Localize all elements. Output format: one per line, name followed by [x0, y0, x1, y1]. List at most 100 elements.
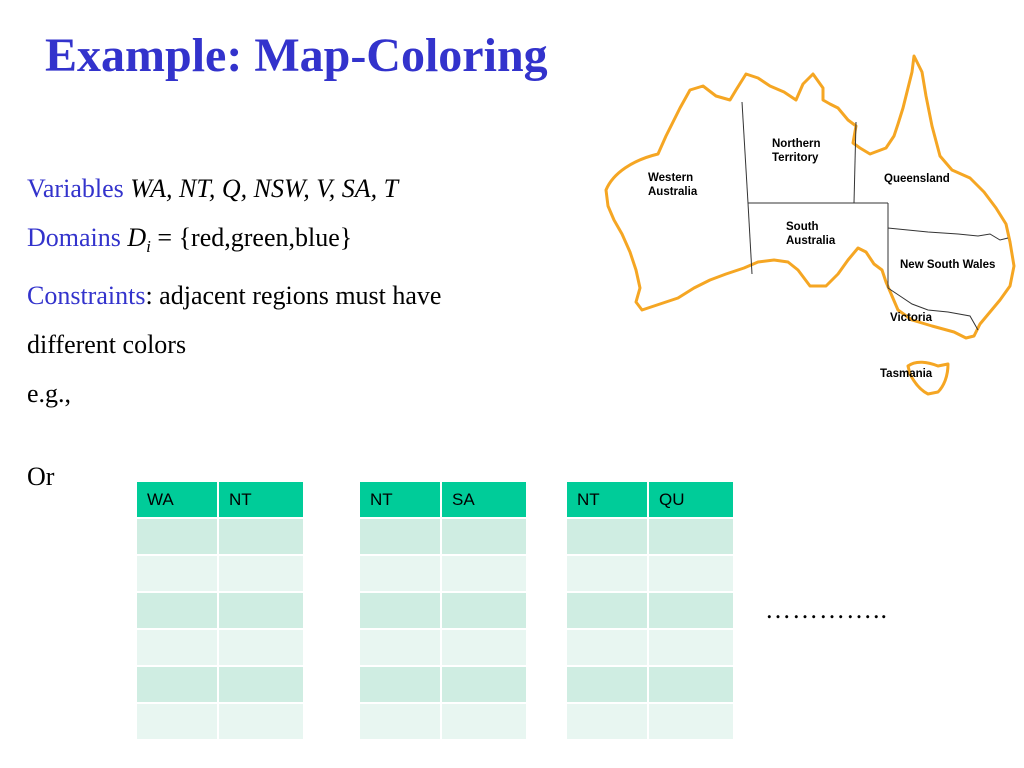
table-cell [217, 517, 305, 556]
table-row [358, 591, 528, 630]
nt-qld-border [853, 121, 857, 204]
table-cell [358, 702, 442, 741]
table-cell [565, 628, 649, 667]
table-row [565, 554, 735, 593]
table-cell [135, 628, 219, 667]
tasmania-outline [906, 360, 950, 396]
eg-text: e.g., [27, 379, 72, 409]
constraint-table-nt-sa: NT SA [358, 480, 528, 741]
table-cell [135, 702, 219, 741]
label-sa-1: South [786, 221, 819, 233]
domains-symbol: D [127, 223, 147, 252]
domains-value: = {red,green,blue} [150, 223, 353, 252]
table-cell [647, 591, 735, 630]
domains-line: Domains Di = {red,green,blue} [27, 213, 587, 271]
table-header-cell: SA [440, 480, 528, 519]
variables-value: WA, NT, Q, NSW, V, SA, T [130, 174, 399, 203]
constraints-text-2: different colors [27, 330, 187, 360]
table-cell [565, 591, 649, 630]
table-cell [565, 665, 649, 704]
table-cell [217, 554, 305, 593]
nsw-vic-border [887, 287, 979, 331]
constraint-table-wa-nt: WA NT [135, 480, 305, 741]
label-nt-2: Territory [772, 152, 819, 164]
table-cell [647, 554, 735, 593]
table-row [358, 702, 528, 741]
label-vic: Victoria [890, 312, 933, 324]
table-cell [440, 665, 528, 704]
table-header-row: NT SA [358, 480, 528, 519]
table-header-cell: WA [135, 480, 219, 519]
table-cell [358, 665, 442, 704]
table-header-cell: NT [565, 480, 649, 519]
domains-subscript: i [146, 237, 151, 257]
table-cell [217, 702, 305, 741]
slide-title: Example: Map-Coloring [45, 29, 548, 82]
mainland-outline [604, 54, 1016, 340]
constraints-label: Constraints [27, 281, 146, 311]
table-row [565, 665, 735, 704]
table-row [358, 665, 528, 704]
label-tas: Tasmania [880, 368, 933, 380]
variables-label: Variables [27, 174, 124, 203]
table-cell [440, 702, 528, 741]
constraint-table-nt-qu: NT QU [565, 480, 735, 741]
label-sa-2: Australia [786, 235, 836, 247]
table-cell [358, 554, 442, 593]
ellipsis-text: ………….. [765, 595, 888, 624]
table-row [135, 665, 305, 704]
label-wa-1: Western [648, 172, 693, 184]
table-row [565, 702, 735, 741]
table-row [565, 628, 735, 667]
table-row [135, 591, 305, 630]
table-cell [135, 517, 219, 556]
australia-map: Western Australia Northern Territory Que… [598, 48, 1024, 398]
table-cell [135, 554, 219, 593]
table-row [358, 517, 528, 556]
table-cell [440, 554, 528, 593]
table-cell [217, 665, 305, 704]
label-nsw: New South Wales [900, 259, 995, 271]
domains-label: Domains [27, 223, 121, 252]
constraints-line: Constraints: adjacent regions must have [27, 271, 587, 320]
qld-nsw-border [887, 227, 1009, 241]
table-cell [647, 628, 735, 667]
table-cell [440, 517, 528, 556]
table-cell [440, 628, 528, 667]
table-cell [217, 591, 305, 630]
slide-body: Variables WA, NT, Q, NSW, V, SA, T Domai… [27, 164, 587, 418]
table-header-cell: NT [358, 480, 442, 519]
table-cell [358, 628, 442, 667]
table-cell [217, 628, 305, 667]
table-header-row: WA NT [135, 480, 305, 519]
table-row [135, 628, 305, 667]
table-cell [647, 665, 735, 704]
wa-sa-border [747, 202, 753, 275]
table-cell [565, 554, 649, 593]
table-cell [647, 517, 735, 556]
table-row [135, 517, 305, 556]
table-cell [647, 702, 735, 741]
wa-nt-border [741, 101, 749, 204]
label-wa-2: Australia [648, 186, 698, 198]
constraints-text-1: : adjacent regions must have [145, 281, 442, 311]
variables-line: Variables WA, NT, Q, NSW, V, SA, T [27, 164, 587, 213]
table-row [565, 517, 735, 556]
label-nt-1: Northern [772, 138, 821, 150]
or-text: Or [27, 462, 55, 491]
table-row [135, 554, 305, 593]
table-cell [440, 591, 528, 630]
table-cell [135, 665, 219, 704]
table-row [565, 591, 735, 630]
table-header-cell: QU [647, 480, 735, 519]
table-header-cell: NT [217, 480, 305, 519]
table-cell [358, 591, 442, 630]
table-row [358, 554, 528, 593]
table-header-row: NT QU [565, 480, 735, 519]
table-cell [135, 591, 219, 630]
table-row [358, 628, 528, 667]
label-qld: Queensland [884, 173, 950, 185]
state-borders [741, 101, 1009, 331]
table-cell [565, 702, 649, 741]
table-cell [565, 517, 649, 556]
